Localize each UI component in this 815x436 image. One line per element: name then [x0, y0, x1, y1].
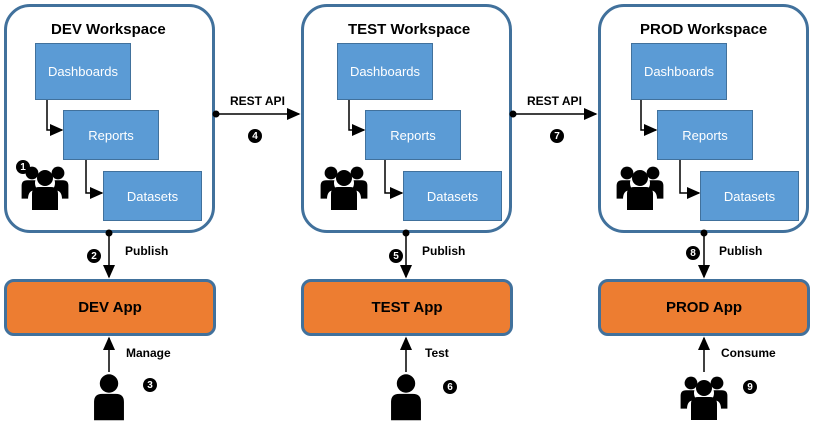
manage-user-icon: [94, 374, 124, 421]
prod-users-group-icon: [617, 167, 664, 210]
step-2-badge: 2: [87, 249, 101, 263]
step-5-badge: 5: [389, 249, 403, 263]
prod-reports-to-datasets-arrow: [679, 160, 701, 199]
step-4-badge: 4: [248, 129, 262, 143]
rest-api-label-1: REST API: [230, 94, 285, 108]
dev-users-group-icon: [22, 167, 69, 210]
test-datasets-box: Datasets: [403, 171, 502, 221]
test-dash-to-reports-arrow: [348, 100, 366, 136]
step-7-badge: 7: [550, 129, 564, 143]
rest-api-label-2: REST API: [527, 94, 582, 108]
dev-dashboards-box: Dashboards: [35, 43, 131, 100]
prod-datasets-box: Datasets: [700, 171, 799, 221]
test-workspace-title: TEST Workspace: [348, 21, 471, 38]
test-reports-box: Reports: [365, 110, 461, 160]
publish-label-dev: Publish: [125, 244, 169, 258]
test-dashboards-box: Dashboards: [337, 43, 433, 100]
dev-datasets-box: Datasets: [103, 171, 202, 221]
publish-label-test: Publish: [422, 244, 466, 258]
prod-reports-box: Reports: [657, 110, 753, 160]
step-3-badge: 3: [143, 378, 157, 392]
test-label: Test: [425, 346, 449, 360]
test-users-group-icon: [321, 167, 368, 210]
dev-reports-box: Reports: [63, 110, 159, 160]
prod-workspace-title: PROD Workspace: [640, 21, 768, 38]
step-8-badge: 8: [686, 246, 700, 260]
manage-label: Manage: [126, 346, 171, 360]
test-reports-to-datasets-arrow: [384, 160, 404, 199]
step-1-badge: 1: [16, 160, 30, 174]
consume-label: Consume: [721, 346, 776, 360]
dev-reports-to-datasets-arrow: [85, 160, 104, 199]
prod-dash-to-reports-arrow: [640, 100, 658, 136]
test-app: TEST App: [301, 279, 513, 336]
prod-app: PROD App: [598, 279, 810, 336]
dev-workspace-title: DEV Workspace: [51, 21, 166, 38]
test-user-icon: [391, 374, 421, 421]
step-9-badge: 9: [743, 380, 757, 394]
publish-label-prod: Publish: [719, 244, 763, 258]
prod-dashboards-box: Dashboards: [631, 43, 727, 100]
dev-app: DEV App: [4, 279, 216, 336]
dev-dash-to-reports-arrow: [46, 100, 64, 136]
step-6-badge: 6: [443, 380, 457, 394]
consumer-users-group-icon: [681, 377, 728, 420]
